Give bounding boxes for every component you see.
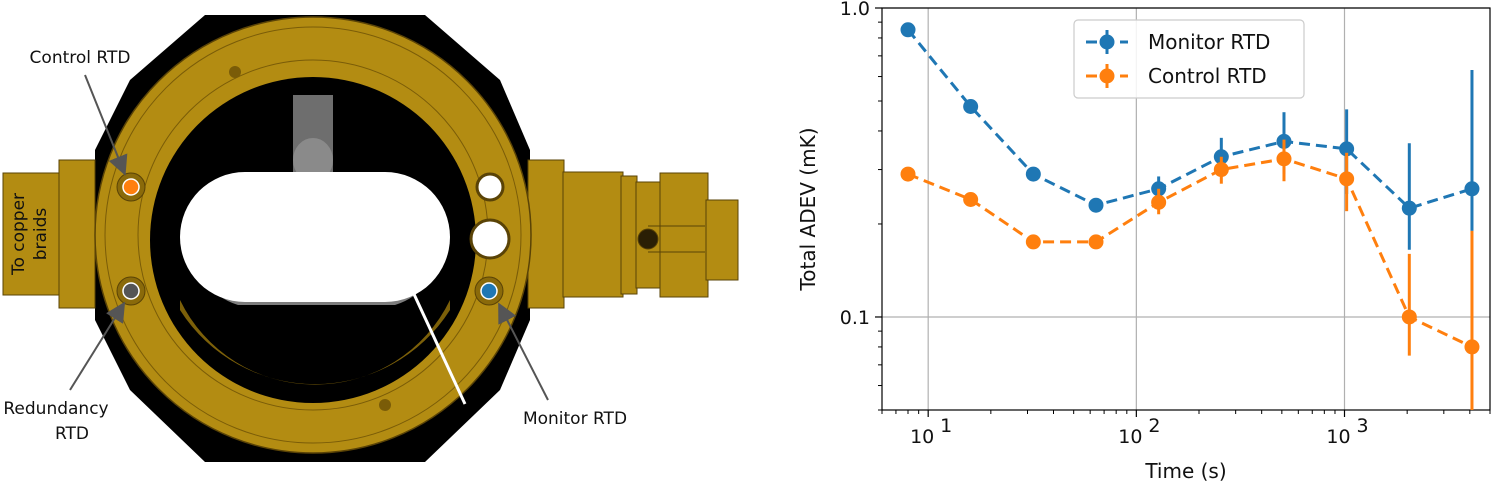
y-tick-label: 0.1 — [840, 307, 870, 329]
x-tick-label: 10 — [1326, 426, 1350, 448]
series — [900, 22, 1480, 410]
data-point — [963, 192, 979, 208]
y-axis-label: Total ADEV (mK) — [796, 127, 820, 291]
ring-hole — [229, 66, 241, 78]
plot-frame — [881, 7, 1491, 411]
data-point — [1464, 339, 1480, 355]
data-point — [963, 98, 979, 114]
data-point — [900, 22, 916, 38]
y-tick-label: 1.0 — [840, 0, 870, 20]
right-shaft-collar — [527, 159, 565, 309]
control-rtd-label: Control RTD — [30, 48, 131, 68]
data-point — [1339, 141, 1355, 157]
series-line — [907, 157, 1473, 349]
data-point — [1401, 309, 1417, 325]
ring-port — [469, 218, 511, 260]
redundancy-rtd-label: Redundancy — [3, 399, 108, 419]
adev-chart: 10 1 10 2 10 3 1.0 0.1 Time (s) Total ADEV (mK)… — [796, 0, 1491, 482]
redundancy-rtd-label-2: RTD — [55, 424, 89, 444]
legend-label: Control RTD — [1148, 64, 1267, 88]
control-arrow — [84, 74, 128, 176]
data-point — [1151, 194, 1167, 210]
left-shaft-collar — [58, 159, 96, 309]
legend-marker — [1099, 34, 1115, 50]
data-point — [1088, 197, 1104, 213]
series-control-rtd — [900, 139, 1480, 410]
data-point — [1464, 181, 1480, 197]
data-point — [1025, 234, 1041, 250]
legend-marker — [1099, 68, 1115, 84]
series-line — [906, 28, 1473, 210]
monitor-arrow — [498, 302, 549, 401]
redundancy-rtd-marker — [116, 276, 146, 306]
control-rtd-marker — [116, 172, 146, 202]
window — [180, 172, 450, 302]
legend-box — [1073, 19, 1305, 99]
data-point — [1276, 151, 1292, 167]
x-tick-label: 10 — [1118, 426, 1142, 448]
data-point — [1025, 166, 1041, 182]
ticks: 10 1 10 2 10 3 1.0 0.1 — [840, 0, 1369, 448]
legend-label: Monitor RTD — [1148, 30, 1270, 54]
monitor-rtd-marker — [474, 276, 504, 306]
data-point — [1401, 200, 1417, 216]
copper-braids-label-2: braids — [31, 208, 51, 261]
ring-hole — [379, 399, 391, 411]
ring-groove-outer — [104, 26, 522, 444]
x-tick-exponent: 3 — [1357, 415, 1369, 437]
rtd-mount-diagram: Control RTD Redundancy RTD Monitor RTD T… — [2, 15, 739, 462]
edge-line — [411, 291, 467, 405]
right-shaft-ring — [620, 175, 638, 295]
redundancy-arrow — [69, 301, 126, 391]
data-point — [1339, 171, 1355, 187]
data-point — [1088, 234, 1104, 250]
x-tick-exponent: 1 — [940, 415, 952, 437]
minor-ticks — [878, 21, 1491, 414]
x-tick-label: 10 — [910, 426, 934, 448]
screw-hole — [637, 228, 659, 250]
data-point — [1213, 162, 1229, 178]
monitor-rtd-label: Monitor RTD — [523, 409, 627, 429]
right-shaft-end — [705, 199, 739, 281]
legend: Monitor RTD Control RTD — [1073, 19, 1305, 99]
x-axis-label: Time (s) — [1144, 459, 1226, 482]
ring-port — [475, 172, 505, 202]
data-point — [900, 166, 916, 182]
right-shaft — [562, 171, 624, 298]
copper-braids-label: To copper — [9, 193, 29, 276]
x-tick-exponent: 2 — [1148, 415, 1160, 437]
right-shaft-block — [659, 172, 709, 298]
